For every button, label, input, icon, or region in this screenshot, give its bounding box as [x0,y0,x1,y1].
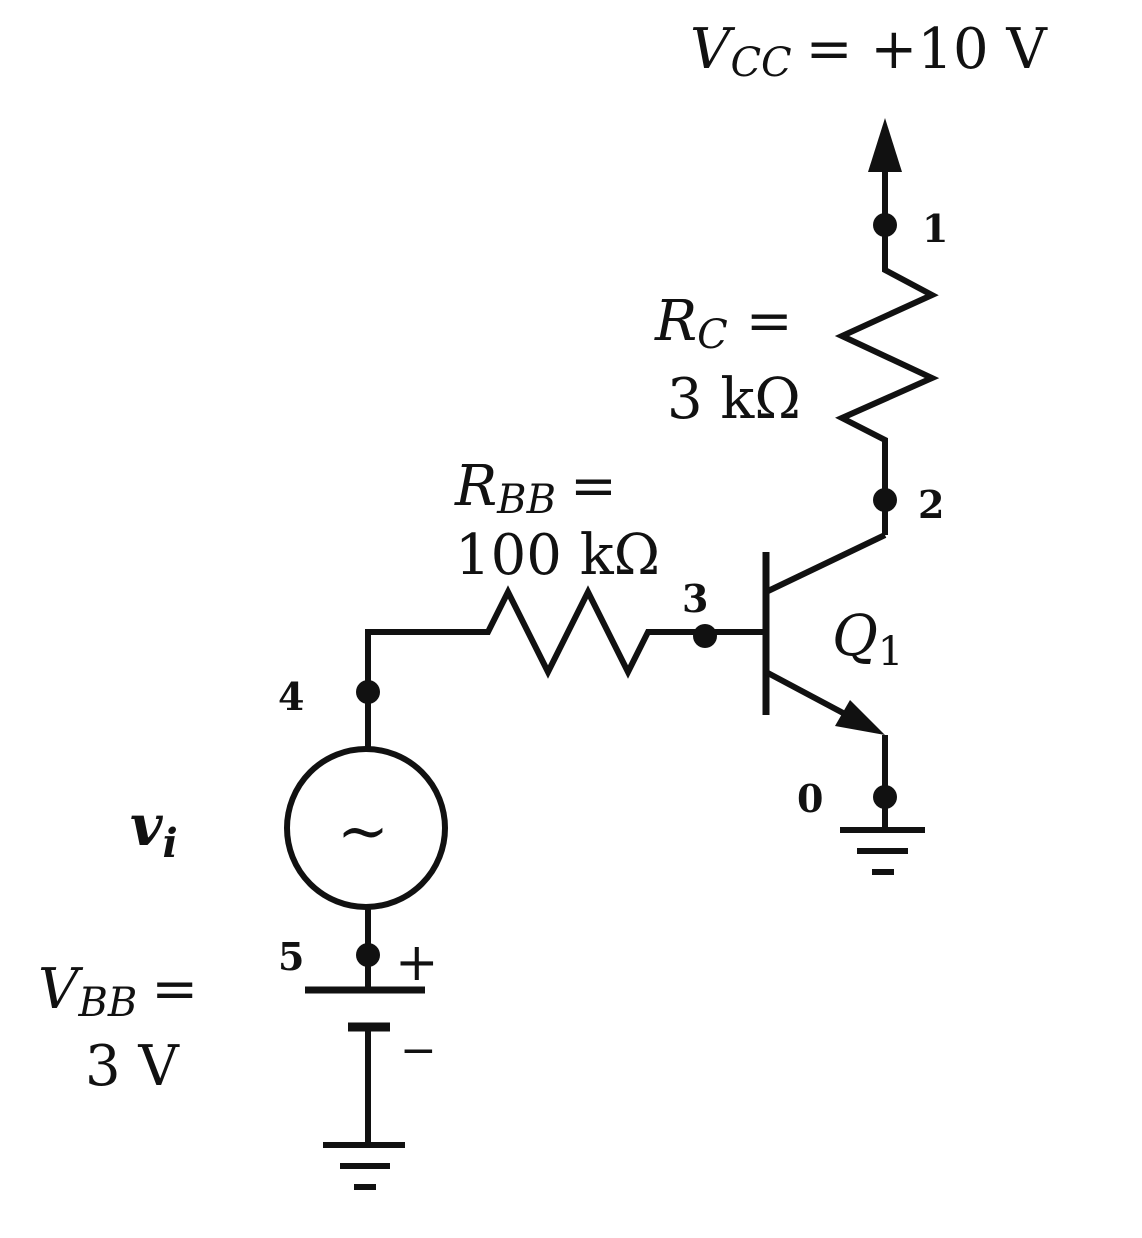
vbb-value: 3 V [85,1034,180,1099]
node-2-label: 2 [918,482,944,527]
vi-label: vi [130,793,178,867]
rbb-value: 100 kΩ [455,523,660,588]
ground-symbol-emitter [840,797,925,875]
node-0-label: 0 [797,776,823,821]
q1-transistor [762,500,888,797]
battery-plus-sign: + [395,933,439,993]
node-3-dot [693,624,717,648]
battery-minus-sign: − [400,1025,437,1076]
vbb-label: VBB= [38,957,198,1026]
emitter-arrow [835,700,885,735]
node-5-label: 5 [278,934,304,979]
rc-resistor [834,225,940,500]
node-1-label: 1 [922,206,948,251]
rc-label: RC= [654,289,793,358]
rc-value: 3 kΩ [667,367,801,432]
tilde-glyph: ~ [337,794,389,867]
ground-symbol-source [323,1142,405,1190]
rbb-label: RBB= [454,454,617,523]
node-3-label: 3 [682,576,708,621]
battery-vbb [305,955,425,1145]
q1-label: Q1 [832,604,903,675]
rbb-resistor [365,585,705,692]
node-4-label: 4 [278,674,304,719]
vcc-supply-arrow [868,118,902,225]
vcc-label: VCC= +10 V [690,17,1048,86]
